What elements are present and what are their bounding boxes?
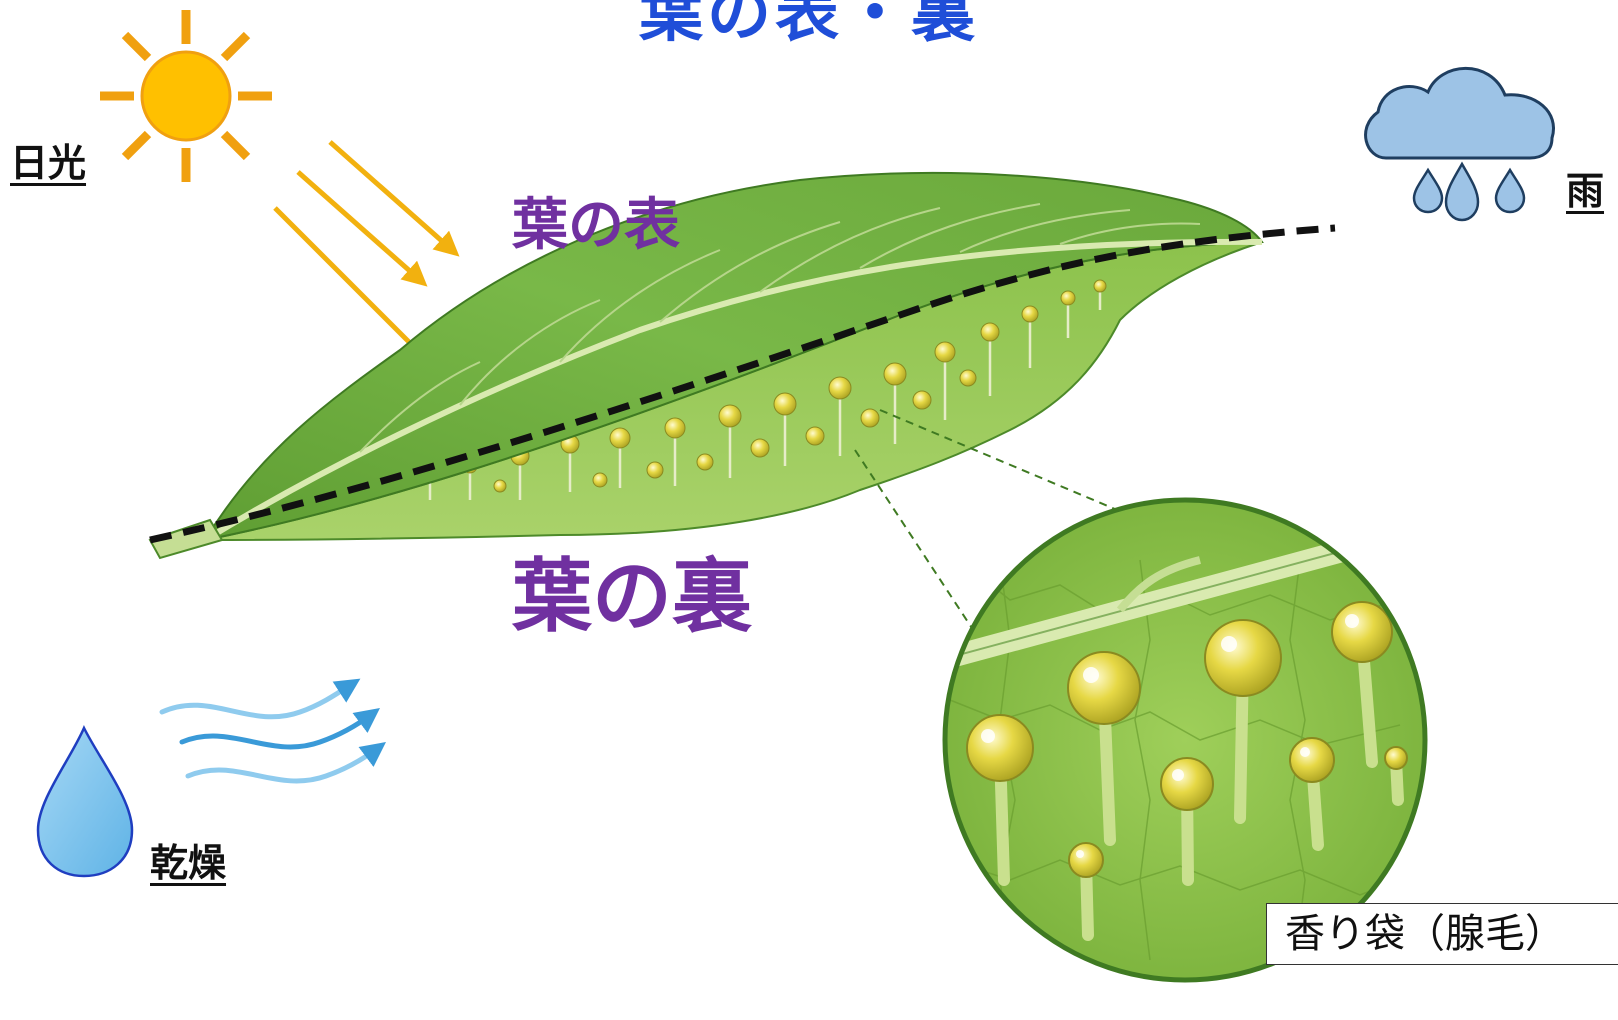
sunlight-arrows [275,142,452,358]
leaf-upper-label: 葉の表 [512,180,680,261]
diagram-title: 葉の表・裏 [0,0,1618,54]
sunlight-label: 日光 [10,132,86,187]
leaf-lower-label: 葉の裏 [512,532,752,648]
gland-label: 香り袋（腺毛） [1266,903,1618,965]
dry-label: 乾燥 [150,832,226,887]
wind-arrows-icon [162,684,378,781]
rain-label: 雨 [1566,160,1604,215]
water-drop-icon [38,728,132,876]
rain-cloud-icon [1366,68,1554,220]
